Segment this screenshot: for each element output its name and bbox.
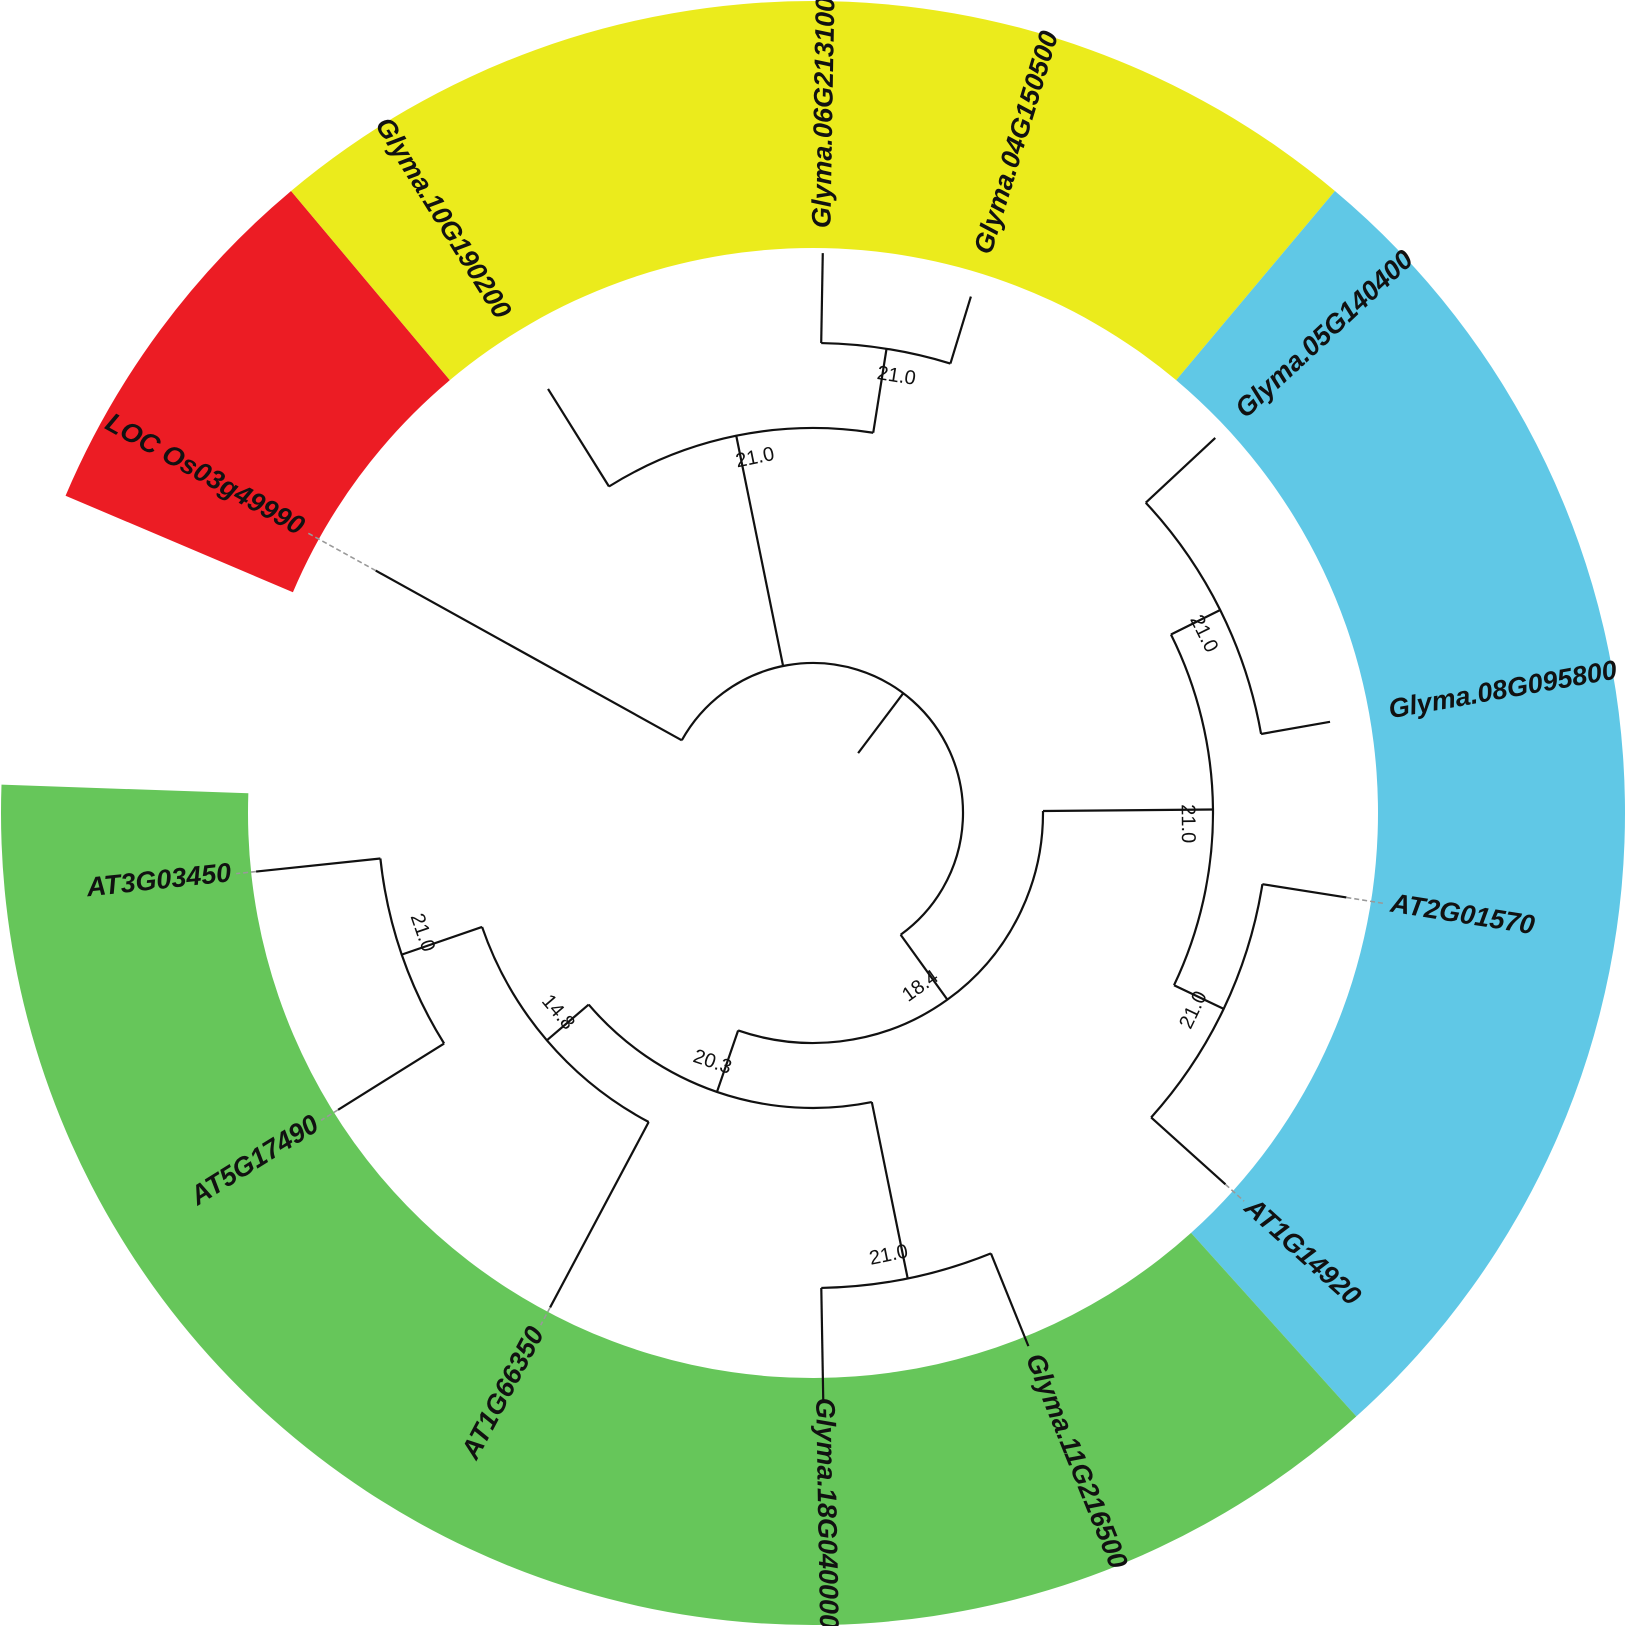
branch-segment <box>1173 984 1225 1010</box>
green-sector <box>1 784 1357 1626</box>
branch-segment <box>546 1003 590 1042</box>
leaf-leader <box>320 1109 339 1122</box>
support-value: 18.4 <box>898 966 942 1007</box>
support-value: 21.0 <box>1177 804 1199 843</box>
support-value: 21.0 <box>1175 988 1212 1033</box>
branch-segment <box>989 1253 1030 1347</box>
branch-segment <box>401 925 483 956</box>
branch-segment <box>1145 437 1216 504</box>
leaf-leader <box>236 870 257 875</box>
branch-segment <box>337 1042 445 1111</box>
leaf-leader <box>540 1307 551 1326</box>
clade-arc <box>680 661 965 936</box>
support-value: 14.8 <box>537 990 579 1034</box>
support-value: 21.0 <box>734 443 777 472</box>
branch-segment <box>715 1030 740 1093</box>
branch-segment <box>899 934 949 1001</box>
leaf-leader <box>305 531 377 572</box>
branch-segment <box>1262 883 1347 899</box>
clade-arc <box>587 1003 873 1110</box>
root-branch <box>857 692 905 754</box>
leaf-leader <box>1346 896 1386 905</box>
branch-segment <box>255 857 381 873</box>
leaf-label-glyma06g213100: Glyma.06G213100 <box>806 0 840 228</box>
rice-sector <box>65 190 450 593</box>
branch-segment <box>1150 1116 1227 1186</box>
branch-segment <box>547 388 610 488</box>
branch-segment <box>1170 608 1221 636</box>
branch-segment <box>375 569 683 742</box>
branch-segment <box>949 296 972 364</box>
branch-segment <box>872 348 888 433</box>
yellow-sector <box>291 1 1335 381</box>
leaf-label-glyma18g040000: Glyma.18G040000 <box>810 1398 844 1626</box>
branch-segment <box>549 1121 650 1308</box>
branch-segment <box>735 435 785 667</box>
support-value: 20.3 <box>690 1045 734 1078</box>
blue-sector <box>1176 190 1626 1417</box>
support-value: 21.0 <box>1185 611 1222 656</box>
support-value: 21.0 <box>867 1240 910 1269</box>
branch-segment <box>820 1287 825 1403</box>
branch-segment <box>1260 720 1331 736</box>
leaf-leader <box>1224 1183 1245 1202</box>
branch-segment <box>1042 808 1213 813</box>
support-value: 21.0 <box>406 911 439 955</box>
clade-arc <box>737 810 1045 1045</box>
tree-branches <box>236 253 1386 1403</box>
clade-arc <box>821 1252 992 1290</box>
branch-segment <box>820 253 824 344</box>
support-values: 21.014.821.020.321.021.021.018.421.021.0 <box>406 362 1223 1270</box>
branch-segment <box>870 1101 909 1279</box>
